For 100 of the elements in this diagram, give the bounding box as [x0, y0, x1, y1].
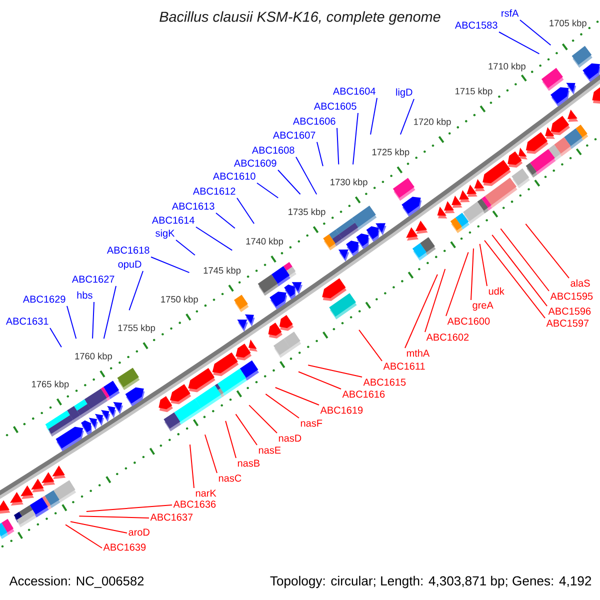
leader-line — [525, 223, 570, 278]
gene-label: ABC1613 — [172, 202, 214, 210]
leader-line — [92, 302, 94, 340]
leader-line — [70, 521, 128, 534]
footer-text: Topology: circular; Length: 4,303,871 bp; Genes: 4,192 — [270, 576, 592, 588]
gene-label: ABC1629 — [22, 296, 66, 303]
gene-label: nasF — [300, 420, 322, 427]
gene-label: ABC1604 — [332, 88, 376, 95]
leader-line — [176, 240, 196, 256]
gene-label: narK — [196, 490, 216, 497]
gene-label: ABC1610 — [212, 172, 256, 180]
leader-line — [500, 228, 550, 292]
footer-text: Accession: NC_006582 — [9, 576, 144, 588]
tick-label: 1710 kbp — [488, 62, 526, 72]
gene-label: ABC1605 — [314, 102, 356, 110]
gene-label: ABC1611 — [383, 362, 425, 370]
leader-line — [265, 394, 300, 418]
gene-label: aroD — [128, 528, 150, 536]
gene-label: ABC1615 — [363, 378, 406, 386]
gene-label: sigK — [156, 229, 175, 239]
leader-line — [150, 256, 190, 274]
gene-label: ABC1607 — [272, 132, 316, 139]
leader-line — [370, 98, 378, 136]
gene-label: ABC1606 — [292, 118, 336, 125]
leader-line — [498, 32, 540, 54]
leader-line — [479, 243, 488, 286]
leader-line — [204, 434, 218, 474]
gene-label: ABC1637 — [150, 514, 193, 521]
gene-label: ABC1636 — [173, 500, 216, 508]
leader-line — [216, 212, 236, 229]
leader-line — [236, 198, 255, 224]
gene-label: ABC1595 — [550, 292, 593, 300]
gene-label: ABC1616 — [342, 390, 385, 398]
gene-label: nasD — [278, 434, 302, 442]
tick-label: 1755 kbp — [118, 324, 156, 333]
leader-line — [278, 170, 301, 195]
gene-label: ABC1618 — [106, 246, 150, 254]
leader-line — [400, 98, 414, 135]
leader-line — [358, 329, 382, 362]
leader-line — [492, 234, 548, 306]
title: Bacillus clausii KSM-K16, complete genome — [160, 11, 440, 25]
gene-label: nasE — [258, 446, 281, 454]
gene-label: ABC1583 — [454, 22, 498, 29]
leader-line — [446, 252, 469, 316]
gene-label: ABC1597 — [546, 320, 589, 327]
gene-label: nasB — [238, 460, 260, 467]
tick-label: 1735 kbp — [288, 208, 326, 217]
tick-label: 1705 kbp — [550, 20, 586, 28]
leader-line — [189, 444, 194, 488]
tick-label: 1725 kbp — [372, 148, 410, 158]
leader-line — [78, 516, 150, 518]
gene-label: mthA — [406, 349, 430, 357]
leader-line — [404, 274, 438, 348]
leader-line — [424, 268, 446, 332]
leader-line — [520, 20, 552, 46]
gene-label: ABC1627 — [72, 276, 114, 283]
leader-line — [352, 112, 358, 165]
gene-label: opuD — [118, 260, 142, 270]
tick-label: 1745 kbp — [204, 266, 241, 276]
gene-label: rsfA — [502, 9, 519, 17]
gene-label: ligD — [396, 88, 412, 98]
leader-line — [256, 182, 279, 198]
gene-label: hbs — [77, 291, 92, 299]
leader-line — [308, 364, 362, 378]
leader-line — [50, 328, 62, 348]
gene-label: ABC1631 — [6, 318, 48, 325]
gene-label: ABC1608 — [252, 146, 294, 154]
gene-label: greA — [472, 302, 494, 311]
gene-label: ABC1619 — [320, 406, 363, 414]
leader-line — [65, 524, 102, 548]
gene-label: ABC1609 — [234, 160, 276, 167]
leader-line — [196, 226, 233, 251]
gene-label: udk — [488, 287, 504, 295]
gene-label: nasC — [218, 474, 242, 482]
gene-label: ABC1612 — [192, 188, 236, 195]
leader-line — [103, 286, 116, 340]
leader-line — [225, 420, 236, 458]
tick-label: 1765 kbp — [32, 380, 69, 390]
gene-label: ABC1614 — [152, 216, 194, 224]
gene-label: ABC1639 — [103, 544, 146, 551]
leader-line — [248, 404, 278, 434]
leader-line — [66, 306, 77, 340]
leader-line — [235, 414, 258, 446]
tick-label: 1740 kbp — [246, 238, 284, 246]
gene-label: ABC1602 — [426, 334, 469, 341]
leader-line — [470, 248, 474, 300]
tick-label: 1750 kbp — [161, 296, 198, 304]
tick-label: 1730 kbp — [330, 178, 368, 188]
leader-line — [484, 240, 546, 318]
tick-label: 1760 kbp — [75, 352, 112, 362]
leader-line — [298, 371, 342, 390]
leader-line — [336, 128, 340, 165]
leader-line — [86, 504, 172, 512]
leader-line — [128, 270, 144, 311]
gene-label: ABC1600 — [447, 318, 490, 325]
leader-line — [274, 387, 320, 406]
tick-label: 1715 kbp — [456, 88, 492, 96]
gene-label: ABC1596 — [548, 308, 591, 315]
tick-label: 1720 kbp — [414, 118, 451, 127]
leader-line — [296, 156, 318, 195]
